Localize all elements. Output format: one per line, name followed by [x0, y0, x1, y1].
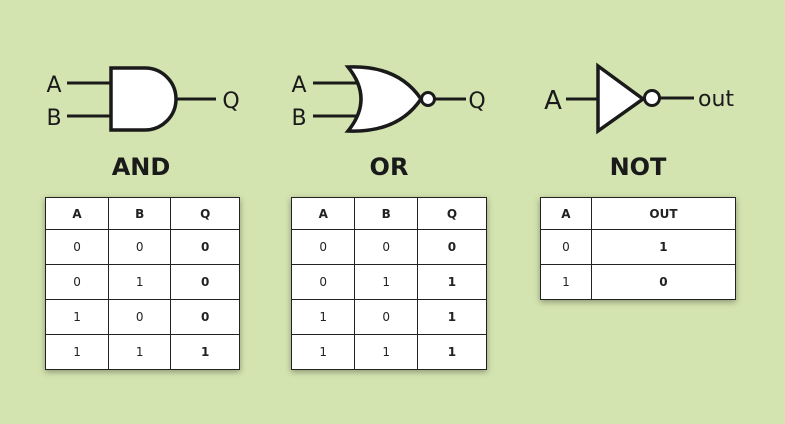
or-gate-symbol: A B Q: [291, 65, 486, 133]
column-header-out: OUT: [590, 197, 737, 230]
cell-q: 1: [416, 264, 488, 300]
column-header-a: A: [540, 197, 592, 230]
cell-a: 0: [290, 264, 356, 300]
table-row: 0 0 0: [290, 229, 488, 265]
and-input-b-label: B: [46, 106, 61, 131]
column-header-q: Q: [170, 197, 240, 230]
cell-b: 0: [354, 229, 418, 265]
not-output-label: out: [698, 87, 734, 112]
table-row: 0 1 1: [290, 264, 488, 300]
column-header-a: A: [290, 197, 356, 230]
and-truth-table: A B Q 0 0 0 0 1 0 1 0 0 1 1 1: [44, 197, 240, 370]
or-gate-title: OR: [369, 153, 409, 181]
not-input-a-label: A: [544, 86, 562, 116]
table-row: 0 1: [540, 229, 737, 265]
not-gate-title: NOT: [609, 153, 667, 181]
cell-b: 1: [354, 264, 418, 300]
cell-a: 0: [540, 229, 592, 265]
cell-a: 0: [290, 229, 356, 265]
not-truth-table: A OUT 0 1 1 0: [540, 197, 737, 300]
cell-a: 1: [290, 299, 356, 335]
table-row: 1 0: [540, 264, 737, 300]
or-truth-table: A B Q 0 0 0 0 1 1 1 0 1 1 1 1: [290, 197, 488, 370]
cell-q: 0: [416, 229, 488, 265]
and-output-label: Q: [222, 89, 239, 114]
table-header-row: A B Q: [44, 197, 240, 230]
cell-b: 1: [108, 334, 172, 370]
cell-q: 0: [170, 229, 240, 265]
cell-a: 1: [290, 334, 356, 370]
cell-b: 1: [354, 334, 418, 370]
cell-q: 1: [416, 334, 488, 370]
cell-a: 0: [44, 229, 110, 265]
or-input-a-label: A: [291, 73, 306, 98]
table-header-row: A OUT: [540, 197, 737, 230]
table-row: 0 0 0: [44, 229, 240, 265]
cell-b: 0: [354, 299, 418, 335]
cell-b: 0: [108, 299, 172, 335]
table-row: 1 0 0: [44, 299, 240, 335]
cell-a: 1: [44, 334, 110, 370]
and-input-a-label: A: [46, 73, 61, 98]
table-row: 1 1 1: [290, 334, 488, 370]
column-header-b: B: [108, 197, 172, 230]
column-header-q: Q: [416, 197, 488, 230]
cell-q: 0: [170, 299, 240, 335]
cell-out: 0: [590, 264, 737, 300]
gate-symbols: A B Q A B Q A out: [46, 62, 734, 135]
table-row: 1 1 1: [44, 334, 240, 370]
table-row: 1 0 1: [290, 299, 488, 335]
cell-q: 0: [170, 264, 240, 300]
not-gate-symbol: A out: [544, 62, 734, 135]
cell-a: 1: [540, 264, 592, 300]
cell-out: 1: [590, 229, 737, 265]
table-row: 0 1 0: [44, 264, 240, 300]
cell-a: 1: [44, 299, 110, 335]
column-header-b: B: [354, 197, 418, 230]
or-output-label: Q: [468, 89, 485, 114]
or-input-b-label: B: [291, 106, 306, 131]
column-header-a: A: [44, 197, 110, 230]
and-gate-title: AND: [111, 153, 171, 181]
cell-q: 1: [170, 334, 240, 370]
cell-a: 0: [44, 264, 110, 300]
cell-b: 1: [108, 264, 172, 300]
cell-b: 0: [108, 229, 172, 265]
cell-q: 1: [416, 299, 488, 335]
table-header-row: A B Q: [290, 197, 488, 230]
and-gate-symbol: A B Q: [46, 66, 240, 132]
